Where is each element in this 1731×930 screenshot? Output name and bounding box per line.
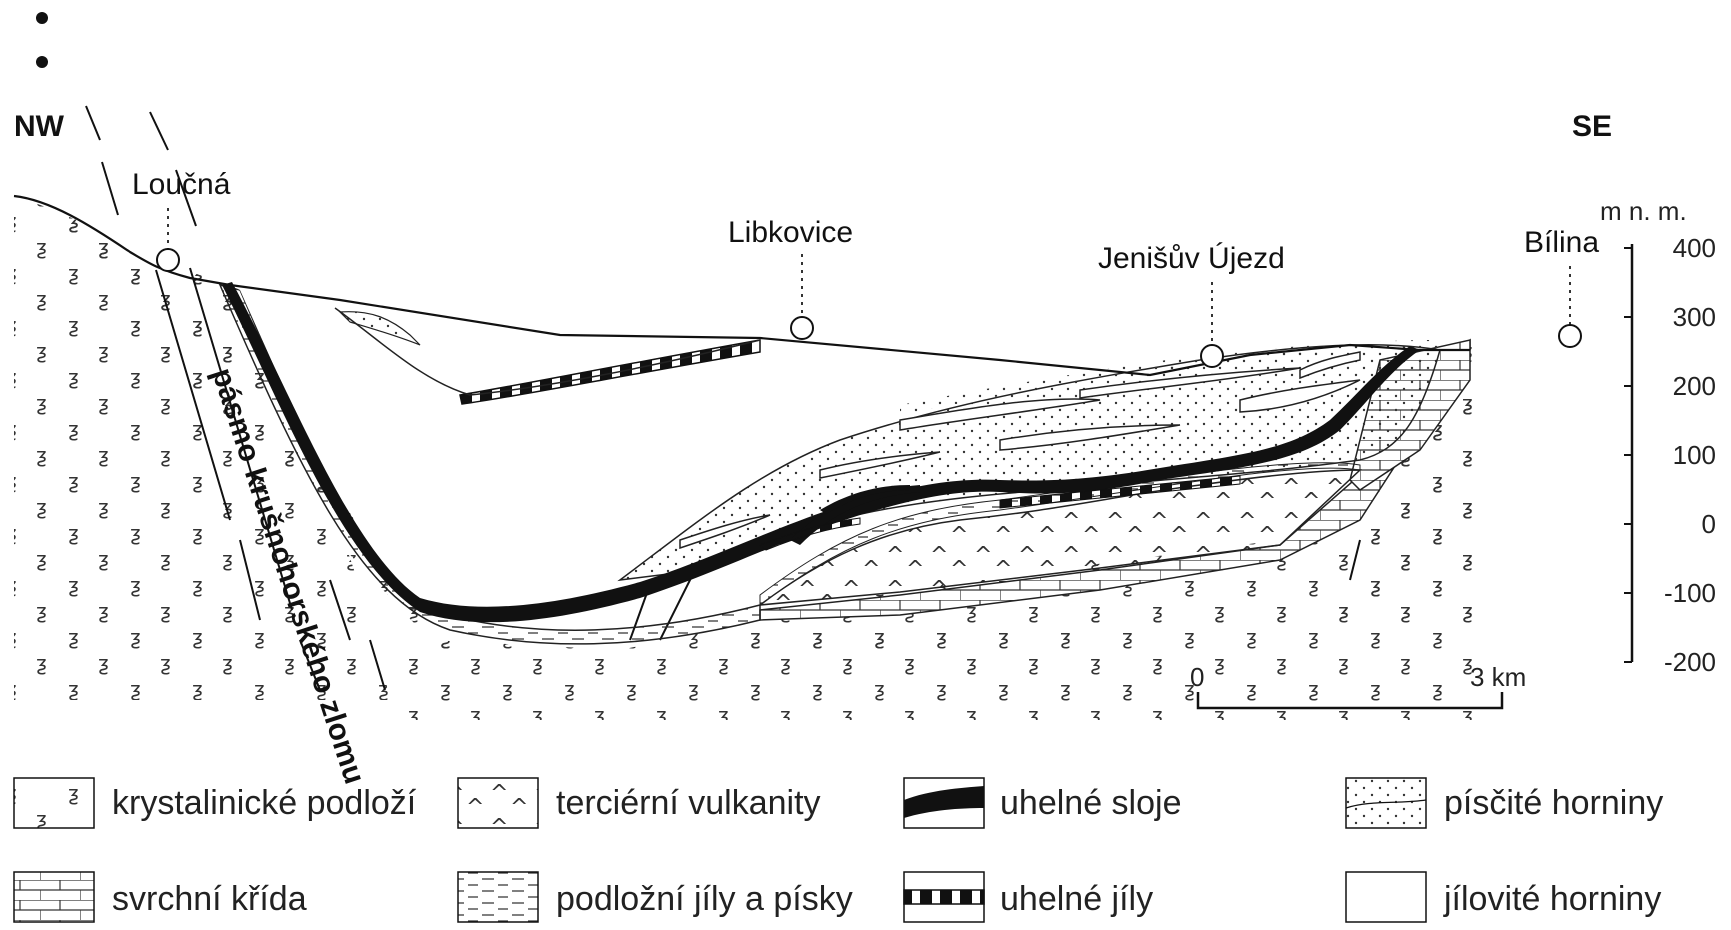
legend-swatch [14,872,94,922]
legend-label: krystalinické podloží [112,784,417,822]
orientation-se: SE [1572,110,1612,143]
axis-tick-label: -100 [1664,578,1716,608]
place-label: Jenišův Újezd [1098,242,1285,275]
scale-start: 0 [1190,662,1204,692]
axis-tick-label: 300 [1673,302,1716,332]
place-dot [157,249,179,271]
place-dot [791,317,813,339]
elevation-axis: m n. m. 400 300 200 100 0 -100 -200 [1600,196,1716,677]
legend-item-jily: podložní jíly a písky [458,872,853,922]
axis-tick-label: 0 [1702,509,1716,539]
legend-item-vulkanity: terciérní vulkanity [458,778,821,828]
legend-label: uhelné jíly [1000,880,1153,918]
legend-item-uhelne-jily: uhelné jíly [904,872,1153,922]
legend-item-krida: svrchní křída [14,872,307,922]
place-label: Loučná [132,168,231,201]
legend-label: svrchní křída [112,880,307,918]
legend: krystalinické podloží terciérní vulkanit… [14,778,1663,922]
place-dot [1201,345,1223,367]
legend-label: podložní jíly a písky [556,880,853,918]
axis-tick-label: -200 [1664,647,1716,677]
orientation-nw: NW [14,110,65,143]
legend-swatch [458,778,538,828]
legend-item-piscite: písčité horniny [1346,778,1663,828]
place-label: Libkovice [728,216,853,249]
legend-label: terciérní vulkanity [556,784,821,822]
place-marker-bilina: Bílina [1524,226,1599,347]
scale-end: 3 km [1470,662,1526,692]
legend-label: písčité horniny [1444,784,1663,822]
place-dot [1559,325,1581,347]
axis-tick-label: 400 [1673,233,1716,263]
legend-swatch [1346,872,1426,922]
legend-swatch [458,872,538,922]
legend-label: uhelné sloje [1000,784,1181,822]
legend-item-sloje: uhelné sloje [904,778,1181,828]
axis-tick-label: 200 [1673,371,1716,401]
elevation-unit: m n. m. [1600,196,1687,226]
axis-ticks: 400 300 200 100 0 -100 -200 [1624,233,1716,677]
window-dot [36,56,48,68]
legend-swatch-band [904,890,984,904]
legend-item-jilovite: jílovité horniny [1346,872,1661,922]
legend-label: jílovité horniny [1443,880,1661,918]
legend-swatch [14,778,94,828]
window-dot [36,12,48,24]
place-label: Bílina [1524,226,1599,259]
legend-item-krystalinicke: krystalinické podloží [14,778,417,828]
axis-tick-label: 100 [1673,440,1716,470]
